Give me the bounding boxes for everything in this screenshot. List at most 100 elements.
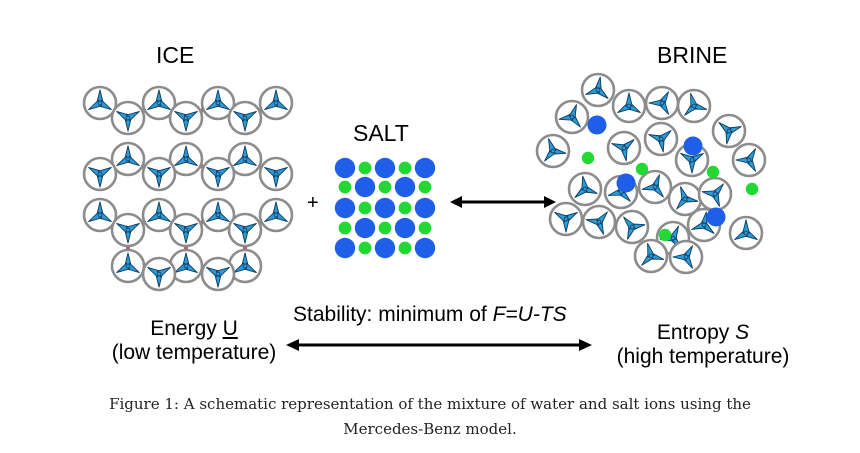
water-molecule [668,239,704,275]
green-ion [338,221,352,235]
green-ion [398,201,412,215]
brine-mixture [535,72,767,275]
salt-title: SALT [353,120,409,146]
energy-label: Energy U (low temperature) [99,317,289,365]
green-ion [378,180,392,194]
water-molecule [200,197,236,233]
water-molecule [110,248,146,284]
green-ion [338,180,352,194]
blue-ion [394,176,416,198]
blue-ion [587,115,607,135]
stability-formula: F=U-TS [492,303,567,326]
green-ion [745,182,759,196]
entropy-label: Entropy S (high temperature) [596,321,810,369]
green-ion [398,241,412,255]
water-molecule [581,204,617,240]
arrow-energy-entropy [286,339,592,351]
water-molecule [580,72,616,108]
water-molecule [82,85,118,121]
energy-prefix: Energy [150,317,223,340]
water-molecule [258,85,294,121]
water-molecule [82,197,118,233]
green-ion [418,221,432,235]
water-molecule [644,85,680,121]
blue-ion [354,176,376,198]
water-molecule [168,141,204,177]
water-molecule [535,133,571,169]
water-molecule [200,256,236,292]
water-molecule [110,212,146,248]
water-molecule [667,181,703,217]
water-molecule [168,212,204,248]
plus-sign: + [307,192,319,214]
caption-line-2: Mercedes-Benz model. [343,420,517,438]
blue-ion [414,157,436,179]
green-ion [378,221,392,235]
water-molecule [697,176,733,212]
water-molecule [82,156,118,192]
entropy-prefix: Entropy [656,321,736,344]
water-molecule [676,88,712,124]
water-molecule [110,141,146,177]
water-molecule [643,121,679,157]
water-molecule [711,113,747,149]
blue-ion [706,207,726,227]
blue-ion [374,157,396,179]
water-molecule [611,88,647,124]
water-molecule [141,256,177,292]
water-molecule [200,156,236,192]
green-ion [358,201,372,215]
arrow-salt-brine [450,196,556,208]
water-molecule [567,171,603,207]
water-molecule [614,209,650,245]
water-molecule [731,142,767,178]
stability-prefix: Stability: minimum of [293,303,493,326]
water-molecule [606,130,642,166]
water-molecule [168,100,204,136]
ice-lattice [82,85,294,292]
blue-ion [374,197,396,219]
figure-caption: Figure 1: A schematic representation of … [0,392,860,442]
energy-sub: (low temperature) [111,341,277,364]
water-molecule [637,169,673,205]
blue-ion [354,217,376,239]
water-molecule [728,215,764,251]
blue-ion [683,136,703,156]
blue-ion [616,173,636,193]
blue-ion [334,157,356,179]
water-molecule [227,141,263,177]
green-ion [706,165,720,179]
water-molecule [548,201,584,237]
green-ion [358,241,372,255]
water-molecule [200,85,236,121]
water-molecule [227,212,263,248]
green-ion [418,180,432,194]
blue-ion [374,237,396,259]
water-molecule [258,197,294,233]
entropy-symbol: S [735,321,750,344]
water-molecule [141,156,177,192]
blue-ion [414,197,436,219]
blue-ion [334,197,356,219]
caption-line-1: Figure 1: A schematic representation of … [109,395,751,413]
energy-symbol: U [222,317,238,340]
water-molecule [141,197,177,233]
entropy-sub: (high temperature) [616,345,790,368]
green-ion [358,161,372,175]
water-molecule [554,99,590,135]
green-ion [398,161,412,175]
water-molecule [141,85,177,121]
water-molecule [110,100,146,136]
blue-ion [394,217,416,239]
ice-title: ICE [156,42,195,68]
water-molecule [633,238,669,274]
blue-ion [334,237,356,259]
green-ion [635,162,649,176]
water-molecule [227,100,263,136]
blue-ion [414,237,436,259]
water-molecule [258,156,294,192]
green-ion [658,228,672,242]
stability-label: Stability: minimum of F=U-TS [293,303,567,327]
green-ion [581,151,595,165]
